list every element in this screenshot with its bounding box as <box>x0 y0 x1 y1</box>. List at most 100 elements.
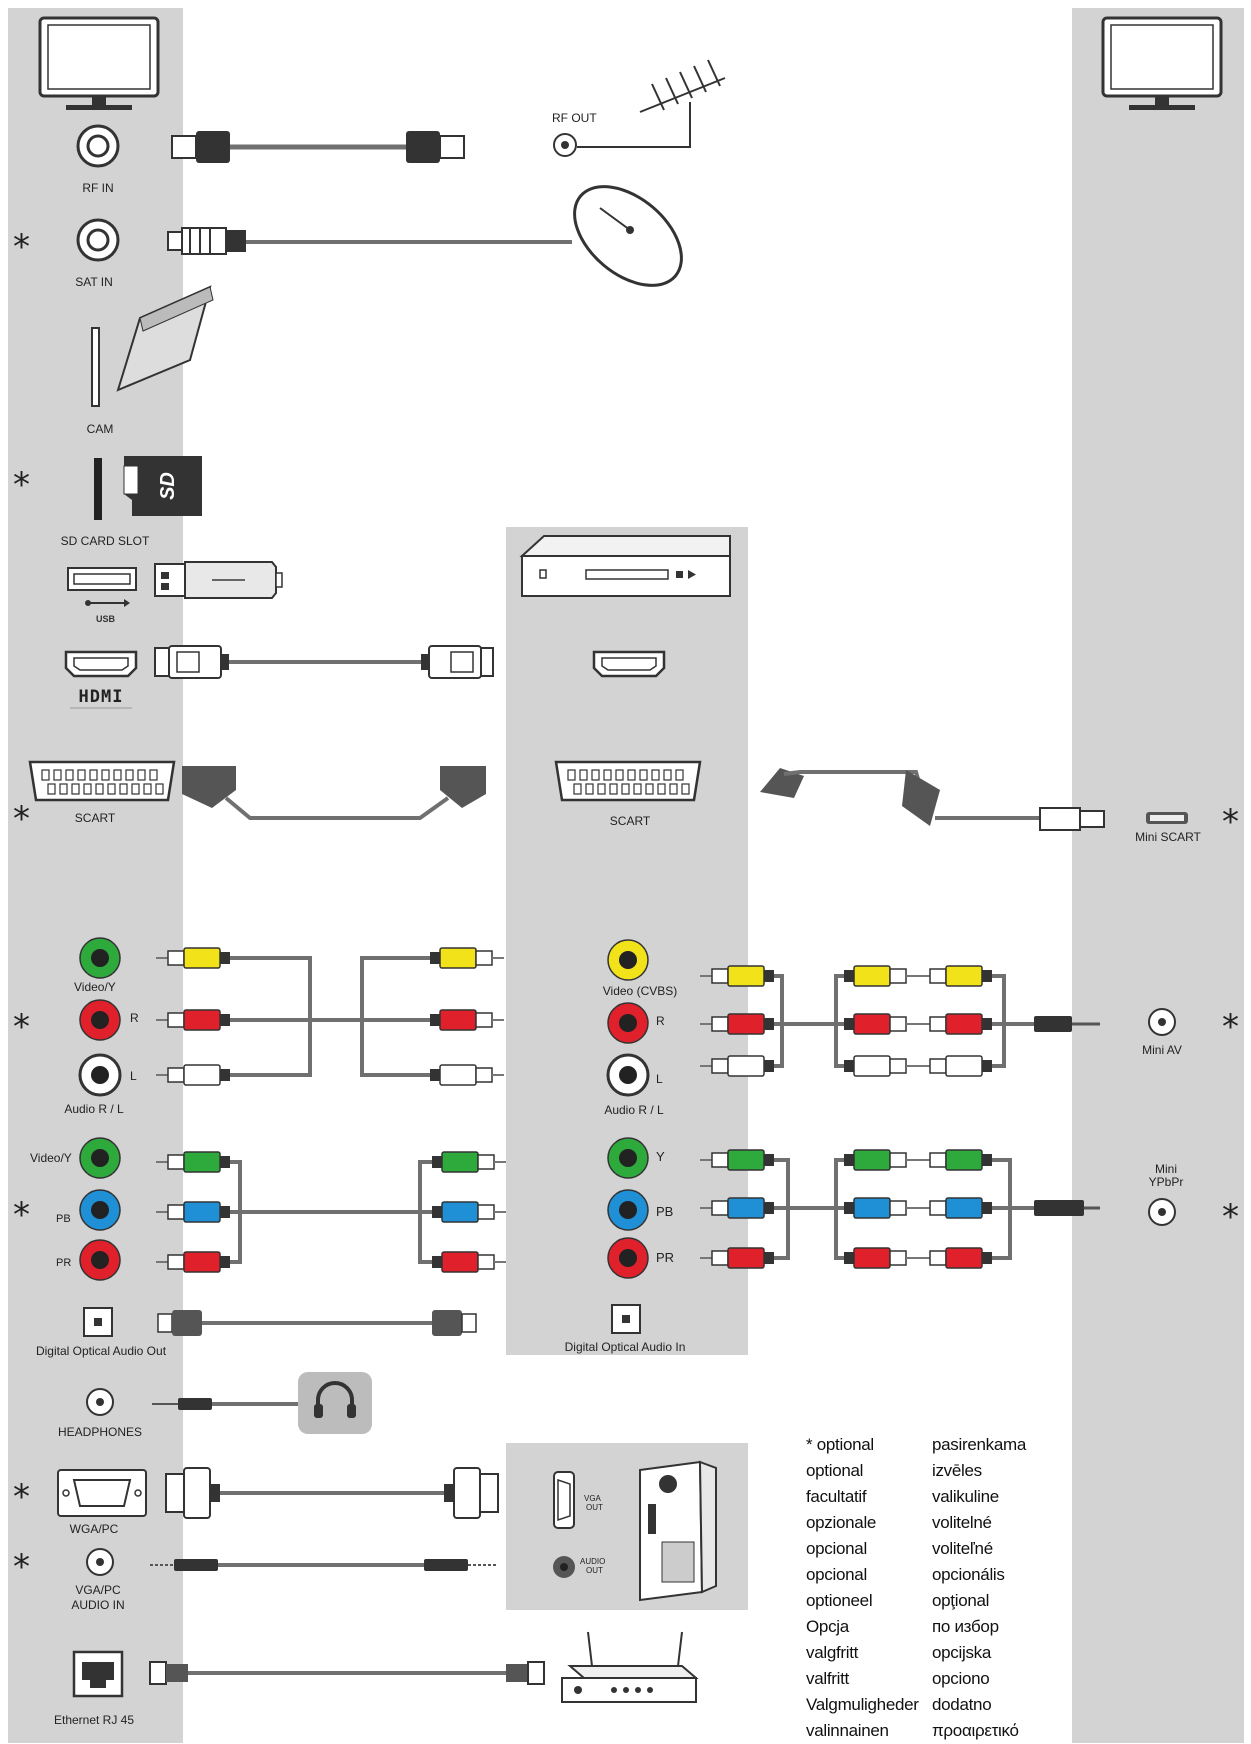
tv-icon-left <box>38 16 160 110</box>
rca-plug-icon <box>156 1009 230 1031</box>
mini-av-label: Mini AV <box>1142 1043 1182 1057</box>
component-jack-mid-icon <box>607 1237 649 1279</box>
l-label-1: L <box>130 1069 137 1083</box>
optional-mark-component: * <box>13 1195 30 1235</box>
pc-audio-out-jack-icon <box>553 1556 575 1578</box>
av-jack-mid-icon <box>606 1053 650 1097</box>
antenna-icon <box>577 59 726 148</box>
component-cable-left-icon <box>156 1151 506 1273</box>
legend-item: valgfritt <box>806 1643 859 1662</box>
r-label-1: R <box>130 1011 139 1025</box>
legend-item: opcional <box>806 1539 867 1558</box>
av-cable-right-icon <box>700 965 1100 1077</box>
vga-audio-label-1: VGA/PC <box>75 1583 121 1597</box>
rca-plug-icon <box>432 1201 506 1223</box>
audio-rl-label-1: Audio R / L <box>64 1102 124 1116</box>
legend-item: valikuline <box>932 1487 999 1506</box>
legend-item: optional <box>806 1461 864 1480</box>
legend-item: opzionale <box>806 1513 877 1532</box>
headphones-jack-icon <box>86 1388 114 1416</box>
legend-item: * optional <box>806 1435 874 1454</box>
vga-port-icon <box>57 1469 147 1517</box>
vga-audio-cable-icon <box>150 1559 496 1571</box>
pb-label-1: PB <box>56 1213 71 1225</box>
legend-item: facultatif <box>806 1487 867 1506</box>
scart-mid-label: SCART <box>609 814 651 828</box>
sat-in-jack-icon <box>76 218 120 262</box>
av-cable-left-icon <box>156 947 504 1086</box>
pr-label-1: PR <box>56 1257 72 1269</box>
component-jack-left-icon <box>79 1137 121 1179</box>
audio-rl-label-2: Audio R / L <box>604 1103 664 1117</box>
av-jack-left-icon <box>79 937 121 979</box>
video-cvbs-label: Video (CVBS) <box>602 984 678 998</box>
rca-plug-icon <box>156 1201 230 1223</box>
vga-audio-jack-icon <box>86 1548 114 1576</box>
rf-out-label: RF OUT <box>552 111 597 125</box>
hdmi-logo-text: HDMI <box>79 687 124 707</box>
legend-item: opcionális <box>932 1565 1005 1584</box>
component-jack-mid-icon <box>607 1189 649 1231</box>
legend-item: pasirenkama <box>932 1435 1027 1454</box>
headphones-icon <box>298 1372 372 1434</box>
rca-plug-icon <box>844 965 918 987</box>
scart-left-label: SCART <box>74 811 116 825</box>
rf-in-label: RF IN <box>82 181 114 195</box>
rca-plug-icon <box>430 1009 504 1031</box>
component-cable-right-icon <box>700 1149 1100 1269</box>
router-icon <box>561 1631 699 1703</box>
av-jack-mid-icon <box>607 939 649 981</box>
cam-module-icon <box>91 285 214 407</box>
av-jack-left-icon <box>78 1053 122 1097</box>
pc-vga-out-port-icon <box>553 1471 575 1529</box>
sat-cable-icon <box>167 227 572 255</box>
video-y-label-1: Video/Y <box>74 980 116 994</box>
cam-label: CAM <box>86 422 114 436</box>
hdmi-cable-icon <box>154 645 494 679</box>
rca-plug-icon <box>430 1064 504 1086</box>
rca-plug-icon <box>918 1247 992 1269</box>
mini-scart-label: Mini SCART <box>1135 830 1201 844</box>
vga-cable-icon <box>165 1467 499 1519</box>
headphones-cable-icon <box>152 1398 298 1410</box>
rca-plug-icon <box>844 1197 918 1219</box>
jacks-group <box>78 937 1176 1281</box>
video-y-label-2: Video/Y <box>30 1151 72 1165</box>
rca-plug-icon <box>700 1197 774 1219</box>
rca-plug-icon <box>918 1149 992 1171</box>
pc-tower-icon <box>639 1460 717 1602</box>
legend-item: Valgmuligheder <box>806 1695 919 1714</box>
legend-item: optioneel <box>806 1591 873 1610</box>
component-jack-left-icon <box>79 1189 121 1231</box>
scart-port-left-icon <box>28 760 176 802</box>
optional-mark-vga-audio: * <box>13 1547 30 1587</box>
rca-plug-icon <box>700 1055 774 1077</box>
rca-plug-icon <box>156 1151 230 1173</box>
optional-mark-sat: * <box>13 227 30 267</box>
hdmi-logo-icon: HDMI <box>70 687 132 709</box>
l-label-2: L <box>656 1072 663 1086</box>
pr-label-2: PR <box>656 1250 675 1265</box>
legend-item: dodatno <box>932 1695 992 1714</box>
rca-plug-icon <box>700 1247 774 1269</box>
legend-item: opciono <box>932 1669 990 1688</box>
vga-out-label-2: OUT <box>586 1503 603 1512</box>
optional-mark-scart: * <box>13 799 30 839</box>
legend-item: по избор <box>932 1617 999 1636</box>
vga-audio-label-2: AUDIO IN <box>71 1598 125 1612</box>
optional-mark-vga: * <box>13 1477 30 1517</box>
hdmi-port-device-icon <box>592 650 666 678</box>
legend-item: Opcja <box>806 1617 849 1636</box>
r-label-2: R <box>656 1014 665 1028</box>
optional-mark-mini-ypbpr: * <box>1222 1197 1239 1237</box>
optical-in-label: Digital Optical Audio In <box>564 1340 686 1354</box>
tv-panel-left <box>8 8 183 1743</box>
rca-plug-icon <box>700 1013 774 1035</box>
mini-jack-right-icon <box>1148 1008 1176 1036</box>
component-jack-mid-icon <box>607 1137 649 1179</box>
legend-column-1: * optional optional facultatif opzionale opc… <box>806 1432 919 1744</box>
usb-stick-icon <box>154 561 283 599</box>
legend-item: voliteľné <box>932 1539 993 1558</box>
